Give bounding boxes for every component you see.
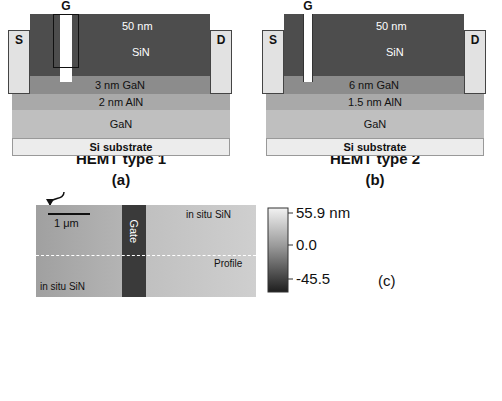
layer-label: GaN xyxy=(364,118,387,131)
source-contact: S xyxy=(8,30,30,94)
colorbar-value: -45.5 xyxy=(296,270,330,287)
colorbar-value: 0.0 xyxy=(296,236,317,253)
layer-label: G xyxy=(52,0,80,14)
layer-label: SiN xyxy=(132,46,150,59)
layer-label: 50 nm xyxy=(122,20,153,33)
scale-bar xyxy=(48,213,90,215)
layer-label: G xyxy=(296,0,320,14)
gan-buffer-layer: GaN xyxy=(266,110,484,138)
aln-barrier-layer: 2 nm AlN xyxy=(12,94,230,110)
layer-label: Gate xyxy=(128,219,141,243)
si-substrate-layer: Si substrate xyxy=(12,138,230,156)
layer-label: in situ SiN xyxy=(40,281,85,293)
gate-outline xyxy=(53,14,79,68)
colorbar-tick xyxy=(288,279,293,280)
gate-electrode: G xyxy=(296,0,320,82)
panel-label: (c) xyxy=(378,272,396,289)
gan-buffer-layer: GaN xyxy=(12,110,230,138)
aln-barrier-layer: 1.5 nm AlN xyxy=(266,94,484,110)
layer-label: (b) xyxy=(262,171,488,188)
layer-label: in situ SiN xyxy=(186,209,231,221)
callout-arrow xyxy=(50,192,64,205)
gate-electrode: G xyxy=(52,0,80,82)
afm-gate-stripe xyxy=(122,205,146,297)
colorbar xyxy=(268,208,288,292)
gan-cap-layer: 3 nm GaN xyxy=(30,76,210,94)
layer-label: 1 μm xyxy=(54,217,79,230)
gate-metal xyxy=(303,14,313,82)
layer-label: D xyxy=(211,34,231,48)
layer-label: 6 nm GaN xyxy=(349,79,399,92)
layer-label: 2 nm AlN xyxy=(99,96,144,109)
layer-label: 1.5 nm AlN xyxy=(348,96,402,109)
colorbar-value: 55.9 nm xyxy=(296,204,350,221)
afm-image: 1 μm in situ SiN GateProfile in situ SiN xyxy=(36,205,256,297)
layer-label: S xyxy=(263,34,283,48)
layer-label: SiN xyxy=(386,46,404,59)
colorbar-tick xyxy=(288,213,293,214)
layer-label: D xyxy=(465,34,485,48)
layer-label: (a) xyxy=(8,171,234,188)
layer-label: S xyxy=(9,34,29,48)
sin-layer: 50 nm SiN xyxy=(30,14,210,76)
layer-label: 3 nm GaN xyxy=(95,79,145,92)
layer-label: Si substrate xyxy=(90,141,153,154)
drain-contact: D xyxy=(210,30,232,94)
layer-label: Si substrate xyxy=(344,141,407,154)
gate-metal xyxy=(60,14,72,82)
si-substrate-layer: Si substrate xyxy=(266,138,484,156)
source-contact: S xyxy=(262,30,284,94)
layer-label: 50 nm xyxy=(376,20,407,33)
hemt-device: HEMT type 2(b)GS50 nmSiND6 nm GaN1.5 nm … xyxy=(262,0,488,192)
layer-label: Profile xyxy=(214,258,242,270)
profile-line xyxy=(36,255,256,256)
layer-label: GaN xyxy=(110,118,133,131)
hemt-device: HEMT type 1(a)GS50 nmSiND3 nm GaN2 nm Al… xyxy=(8,0,234,192)
colorbar-tick xyxy=(288,245,293,246)
drain-contact: D xyxy=(464,30,486,94)
